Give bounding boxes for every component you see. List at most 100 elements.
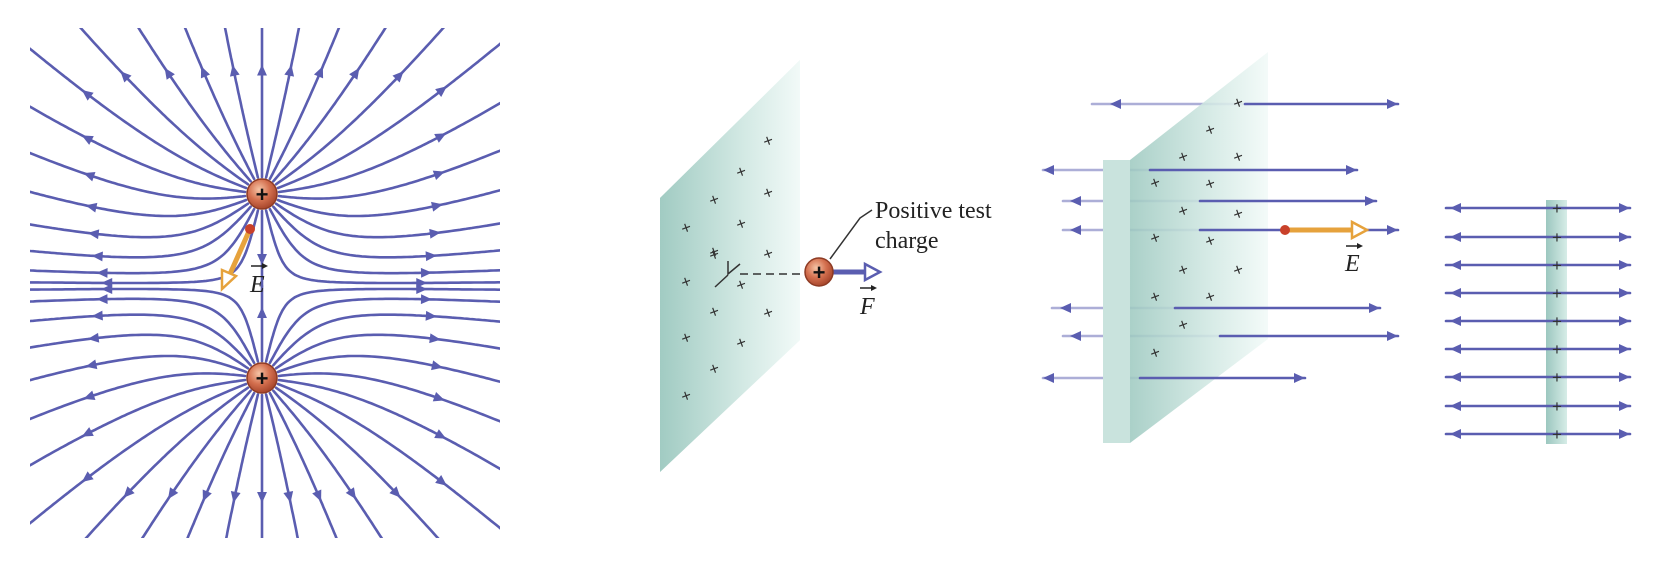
field-arrowhead bbox=[1110, 99, 1121, 109]
charged-sheet-field-panel: ++++++++++++++++ E bbox=[1041, 52, 1400, 443]
field-line bbox=[30, 372, 247, 421]
field-arrowhead bbox=[1450, 288, 1461, 298]
field-arrowhead bbox=[420, 267, 432, 278]
field-line bbox=[277, 372, 500, 423]
field-line bbox=[30, 190, 248, 218]
field-vector-c: E bbox=[1280, 219, 1370, 277]
field-line bbox=[78, 28, 250, 186]
sheet-side-edge-c bbox=[1103, 160, 1130, 443]
field-label-c: E bbox=[1344, 251, 1360, 277]
field-line bbox=[264, 209, 500, 285]
field-line bbox=[223, 28, 260, 179]
field-line bbox=[137, 28, 252, 183]
field-line bbox=[268, 391, 338, 538]
vector-arrow-over-f bbox=[860, 285, 877, 291]
field-arrowhead bbox=[85, 359, 98, 370]
field-vector-a: E bbox=[220, 224, 268, 298]
field-line bbox=[276, 382, 500, 530]
field-line bbox=[30, 382, 248, 525]
field-line bbox=[30, 151, 247, 200]
field-arrowhead bbox=[101, 284, 113, 294]
field-line bbox=[30, 378, 247, 467]
sheet-plus-charge: + bbox=[1552, 228, 1562, 247]
field-line bbox=[84, 386, 250, 538]
sheet-plus-charge: + bbox=[1552, 312, 1562, 331]
field-arrowhead bbox=[431, 360, 443, 371]
field-arrowhead bbox=[1070, 331, 1081, 341]
field-arrowhead bbox=[1070, 225, 1081, 235]
field-arrowhead bbox=[1387, 225, 1398, 235]
field-arrowhead bbox=[1060, 303, 1071, 313]
field-line bbox=[30, 47, 248, 190]
field-arrowhead bbox=[1619, 429, 1630, 439]
field-line bbox=[30, 354, 248, 382]
field-arrowhead bbox=[1619, 344, 1630, 354]
field-arrowhead bbox=[1450, 260, 1461, 270]
field-line bbox=[30, 205, 252, 259]
upper-charge-sign: + bbox=[256, 182, 269, 207]
field-line bbox=[30, 287, 260, 363]
field-line bbox=[264, 28, 301, 179]
field-arrowhead bbox=[120, 71, 132, 83]
field-arrowhead bbox=[284, 64, 295, 77]
force-vector: F bbox=[830, 261, 883, 320]
field-arrowhead bbox=[1450, 203, 1461, 213]
field-arrowhead bbox=[96, 268, 108, 278]
vector-arrow-over-e-c bbox=[1346, 243, 1363, 249]
field-arrowhead bbox=[1619, 316, 1630, 326]
field-line bbox=[30, 297, 256, 365]
field-arrowhead bbox=[416, 284, 428, 295]
two-positive-charges-panel: + + E bbox=[30, 28, 500, 538]
field-line bbox=[30, 333, 250, 370]
field-arrowhead bbox=[230, 490, 241, 503]
field-arrowhead bbox=[434, 429, 447, 439]
lower-positive-charge: + bbox=[246, 362, 278, 394]
field-line bbox=[276, 354, 500, 384]
field-line bbox=[264, 287, 500, 363]
field-line bbox=[276, 42, 500, 190]
field-arrowhead bbox=[1070, 196, 1081, 206]
field-line bbox=[272, 389, 384, 538]
field-arrowhead bbox=[257, 254, 267, 265]
sheet-plus-charge: + bbox=[1552, 340, 1562, 359]
field-line bbox=[272, 28, 387, 183]
field-arrowhead bbox=[425, 310, 437, 321]
field-arrowhead bbox=[1450, 429, 1461, 439]
field-line bbox=[277, 378, 500, 471]
field-line bbox=[30, 207, 256, 275]
callout: Positive test charge bbox=[829, 198, 992, 260]
field-arrowhead bbox=[81, 471, 94, 483]
sheet-plus-charge: + bbox=[1552, 425, 1562, 444]
field-line bbox=[264, 393, 300, 538]
field-arrowhead bbox=[123, 486, 135, 498]
field-arrowhead bbox=[349, 67, 360, 80]
field-arrowhead bbox=[1387, 99, 1398, 109]
field-arrowhead bbox=[1294, 373, 1305, 383]
field-arrowhead bbox=[1450, 232, 1461, 242]
field-arrowhead bbox=[1619, 203, 1630, 213]
field-arrowhead bbox=[200, 66, 211, 79]
field-arrowhead bbox=[257, 64, 267, 76]
field-arrowhead bbox=[435, 86, 447, 97]
field-line bbox=[186, 391, 256, 538]
lower-charge-sign: + bbox=[256, 366, 269, 391]
field-line bbox=[274, 202, 500, 239]
field-arrowhead bbox=[257, 307, 267, 318]
field-arrowhead bbox=[1450, 344, 1461, 354]
field-line bbox=[30, 209, 260, 285]
field-arrowhead bbox=[429, 228, 441, 239]
field-arrowhead bbox=[1619, 260, 1630, 270]
field-line bbox=[268, 207, 500, 275]
edge-on-sheet-panel: +++++++++ bbox=[1444, 199, 1632, 444]
field-line bbox=[224, 393, 260, 538]
test-charge-sign: + bbox=[813, 260, 826, 285]
field-line bbox=[274, 28, 446, 186]
field-line bbox=[30, 105, 247, 194]
field-lines-two-charges bbox=[30, 28, 500, 538]
field-arrowhead bbox=[431, 201, 443, 212]
vector-arrow-over-e-a bbox=[251, 263, 268, 269]
field-line bbox=[277, 149, 500, 200]
field-arrowhead bbox=[1365, 196, 1376, 206]
perpendicular-marker bbox=[714, 261, 815, 288]
